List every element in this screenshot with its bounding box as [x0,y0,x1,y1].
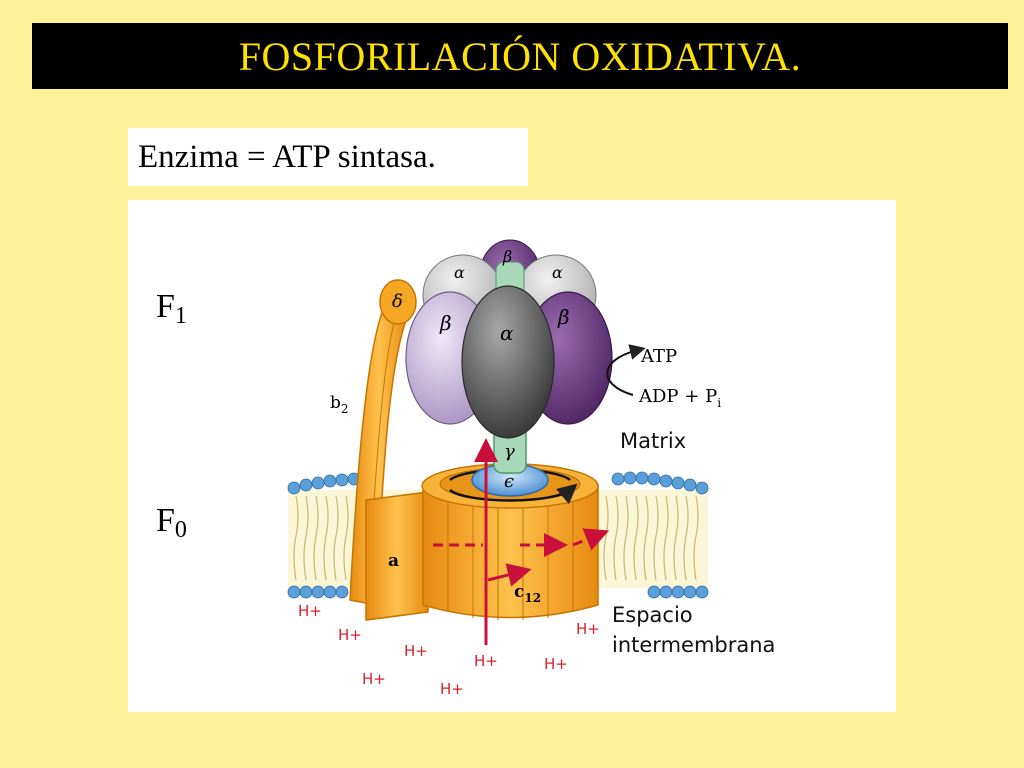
label-beta-left: β [439,311,452,335]
label-c12: c12 [514,582,541,605]
proton-arrow-c-right [572,528,610,551]
f0-label: F0 [156,502,187,543]
label-b2: b2 [330,393,349,416]
proton-label: H+ [404,642,428,660]
proton-label: H+ [362,670,386,688]
label-atp: ATP [640,346,677,367]
matrix-label: Matrix [620,429,687,453]
label-beta-right: β [557,305,570,329]
subtitle-box: Enzima = ATP sintasa. [128,128,528,186]
label-alpha-back-right: α [552,263,563,282]
atp-synthase-diagram: δ α β α β β α γ ϵ b2 a c12 ATP ADP + Pi … [128,200,896,712]
atp-conversion-arrow [606,344,646,396]
slide-title: FOSFORILACIÓN OXIDATIVA. [238,33,802,79]
espacio-intermembrana-label: Espacio intermembrana [612,600,775,660]
f1-head [405,239,613,439]
label-alpha-back-left: α [454,263,465,282]
proton-arrow-turn [487,563,532,587]
label-adp-pi: ADP + Pi [638,386,721,410]
f1-label: F1 [156,288,187,329]
label-beta-back: β [502,247,512,266]
delta-subunit [379,279,417,325]
proton-label: H+ [338,626,362,644]
proton-label: H+ [544,655,568,673]
label-delta: δ [392,291,403,312]
slide-subtitle: Enzima = ATP sintasa. [138,138,436,175]
label-alpha-front: α [500,321,514,345]
espacio-line2: intermembrana [612,633,776,657]
proton-label: H+ [298,602,322,620]
a-subunit [365,491,429,621]
proton-path-arrows [433,438,610,645]
diagram-svg: δ α β α β β α γ ϵ b2 a c12 ATP ADP + Pi [287,239,721,645]
proton-label: H+ [576,620,600,638]
espacio-line1: Espacio [612,603,693,627]
label-a: a [388,551,399,571]
proton-label: H+ [440,680,464,698]
proton-label: H+ [474,652,498,670]
label-gamma: γ [504,441,515,462]
title-bar: FOSFORILACIÓN OXIDATIVA. [32,23,1008,89]
label-epsilon: ϵ [504,471,514,492]
